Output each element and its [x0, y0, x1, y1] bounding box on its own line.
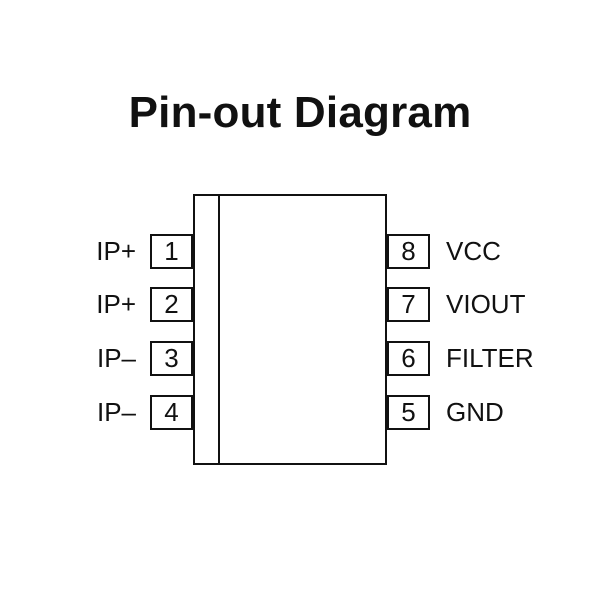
pin-3-box: 3: [150, 341, 193, 376]
pin-5-label: GND: [446, 397, 504, 427]
pin-7-label: VIOUT: [446, 289, 526, 319]
ic-package-body: [193, 194, 387, 465]
pin-6-box: 6: [387, 341, 430, 376]
pin1-indicator-stripe: [218, 196, 220, 463]
pin-8-box: 8: [387, 234, 430, 269]
pin-8-label: VCC: [446, 236, 501, 266]
pin-5-box: 5: [387, 395, 430, 430]
pin-1-box: 1: [150, 234, 193, 269]
pin-6-label: FILTER: [446, 343, 534, 373]
pin-4-box: 4: [150, 395, 193, 430]
pin-3-label: IP–: [96, 343, 136, 373]
pin-7-box: 7: [387, 287, 430, 322]
pin-1-label: IP+: [96, 236, 136, 266]
pin-4-label: IP–: [96, 397, 136, 427]
pin-2-label: IP+: [96, 289, 136, 319]
diagram-title: Pin-out Diagram: [128, 88, 472, 137]
pin-2-box: 2: [150, 287, 193, 322]
